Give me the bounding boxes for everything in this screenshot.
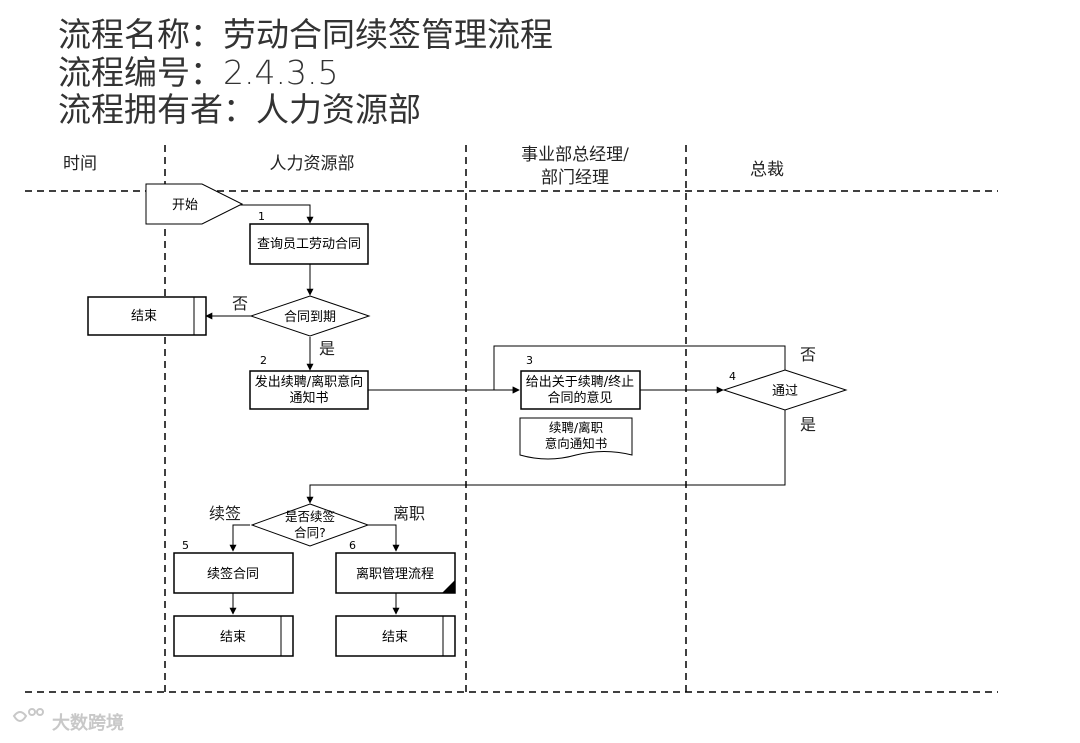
step4-number: 4: [729, 370, 736, 383]
lane-header-president: 总裁: [750, 160, 784, 180]
step5-label: 续签合同: [207, 566, 259, 582]
start-label: 开始: [172, 198, 198, 213]
step3-label-line1: 给出关于续聘/终止: [526, 374, 634, 390]
step6-number: 6: [349, 539, 356, 552]
edge-label-no-pass: 否: [800, 345, 816, 364]
step2-label-line2: 通知书: [289, 390, 328, 406]
watermark-logo-icon: [12, 708, 44, 722]
step6-label: 离职管理流程: [356, 566, 434, 582]
lane-header-time: 时间: [63, 154, 97, 174]
lane-header-manager-line1: 事业部总经理/: [521, 145, 629, 165]
decision-pass-label: 通过: [772, 384, 798, 399]
end-node-right-label: 结束: [382, 630, 408, 645]
step3-number: 3: [526, 354, 533, 367]
decision-renew: [250, 503, 370, 547]
end-node-left-label: 结束: [220, 630, 246, 645]
decision-contract-expire: [249, 295, 371, 337]
edge-label-resign: 离职: [393, 504, 425, 523]
edge-pass-no-loop: [493, 345, 786, 394]
process-owner: 流程拥有者：人力资源部: [58, 90, 421, 129]
decision-renew-label-line2: 合同?: [294, 525, 326, 540]
step5-number: 5: [182, 539, 189, 552]
step1-box: [249, 223, 369, 265]
end-node-left: [173, 615, 294, 657]
step5-box: [173, 552, 294, 594]
step1-number: 1: [258, 210, 265, 223]
step6-box: [335, 552, 456, 594]
decision-contract-expire-label: 合同到期: [284, 310, 336, 325]
document-label-line1: 续聘/离职: [549, 420, 603, 435]
edge-start-to-step1: [236, 204, 314, 224]
step3-label-line2: 合同的意见: [547, 390, 612, 406]
end-node-top: [87, 296, 207, 336]
process-name: 流程名称：劳动合同续签管理流程: [58, 15, 553, 54]
step1-label: 查询员工劳动合同: [257, 236, 361, 252]
step3-box: [520, 370, 641, 410]
decision-renew-label-line1: 是否续签: [285, 509, 336, 524]
step2-number: 2: [260, 354, 267, 367]
end-node-right: [335, 615, 456, 657]
start-node: [145, 183, 244, 225]
document-label-line2: 意向通知书: [545, 436, 608, 451]
step2-label-line1: 发出续聘/离职意向: [255, 374, 363, 390]
lane-header-hr: 人力资源部: [270, 154, 355, 174]
step2-box: [249, 370, 369, 410]
lane-header-manager-line2: 部门经理: [541, 168, 609, 188]
decision-pass: [722, 369, 848, 411]
edge-label-yes-expire: 是: [319, 339, 335, 358]
end-node-top-label: 结束: [131, 309, 157, 324]
edge-label-yes-pass: 是: [800, 415, 816, 434]
edge-renew-to-step6: [368, 524, 400, 552]
edge-label-no-expire: 否: [232, 294, 248, 313]
edge-renew-to-step5: [229, 524, 250, 552]
swimlane-grid: [25, 145, 998, 693]
edge-label-renew: 续签: [209, 504, 241, 523]
connectors: [205, 204, 786, 615]
process-number: 流程编号：2.4.3.5: [58, 53, 338, 92]
document-notice: [519, 417, 633, 460]
edge-pass-yes-to-renew: [306, 410, 786, 504]
watermark-text: 大数跨境: [52, 712, 124, 734]
subprocess-corner-icon: [442, 580, 455, 593]
